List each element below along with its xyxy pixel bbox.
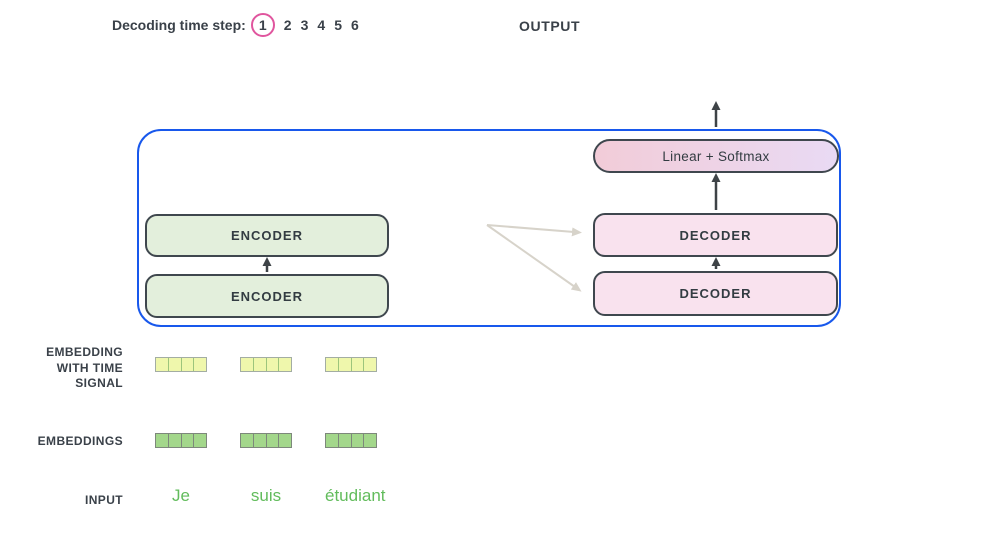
embedding-cell (241, 434, 253, 447)
step-3[interactable]: 3 (300, 17, 309, 33)
embedding-cell (326, 434, 338, 447)
time-signal-cells-group-2 (240, 357, 292, 372)
encoder-box-top: ENCODER (145, 214, 389, 257)
embedding-cell (363, 434, 376, 447)
embedding-with-time-signal-label: EMBEDDING WITH TIME SIGNAL (18, 345, 123, 392)
time-signal-cells-group-3 (325, 357, 377, 372)
step-4[interactable]: 4 (317, 17, 326, 33)
embedding-cell (156, 434, 168, 447)
embedding-cell (265, 434, 279, 447)
time-signal-cells-group-1 (155, 357, 207, 372)
embedding-cell (337, 358, 351, 371)
embedding-cell (180, 434, 194, 447)
input-token-suis: suis (250, 486, 282, 505)
embedding-cell (252, 434, 266, 447)
embedding-cell (350, 434, 364, 447)
encoder-box-bottom: ENCODER (145, 274, 389, 318)
embedding-time-line-2: WITH TIME (56, 360, 123, 375)
embedding-cell (278, 358, 291, 371)
linear-softmax-box: Linear + Softmax (593, 139, 839, 173)
embedding-time-line-1: EMBEDDING (46, 345, 123, 359)
input-token-etudiant: étudiant (325, 486, 386, 505)
embedding-cell (167, 434, 181, 447)
step-2[interactable]: 2 (283, 17, 292, 33)
embeddings-cells-group-2 (240, 433, 292, 448)
embedding-time-line-3: SIGNAL (75, 376, 123, 390)
step-1-active[interactable]: 1 (250, 13, 275, 37)
decoder-box-top: DECODER (593, 213, 838, 257)
embedding-cell (167, 358, 181, 371)
decoder-box-bottom: DECODER (593, 271, 838, 316)
embedding-cell (363, 358, 376, 371)
embedding-cell (193, 358, 206, 371)
embedding-cell (265, 358, 279, 371)
embedding-cell (278, 434, 291, 447)
decoding-time-step-label: Decoding time step: (112, 17, 246, 33)
embedding-cell (337, 434, 351, 447)
input-token-je: Je (172, 486, 190, 505)
embedding-cell (241, 358, 253, 371)
decoding-time-step-row: Decoding time step: 1 2 3 4 5 6 (112, 13, 359, 37)
embedding-cell (193, 434, 206, 447)
step-6[interactable]: 6 (350, 17, 359, 33)
output-label: OUTPUT (519, 18, 581, 34)
embeddings-cells-group-1 (155, 433, 207, 448)
embeddings-cells-group-3 (325, 433, 377, 448)
embedding-cell (156, 358, 168, 371)
input-label: INPUT (85, 493, 123, 507)
step-5[interactable]: 5 (334, 17, 342, 33)
embedding-cell (350, 358, 364, 371)
embedding-cell (326, 358, 338, 371)
embeddings-label: EMBEDDINGS (37, 434, 123, 448)
embedding-cell (180, 358, 194, 371)
embedding-cell (252, 358, 266, 371)
